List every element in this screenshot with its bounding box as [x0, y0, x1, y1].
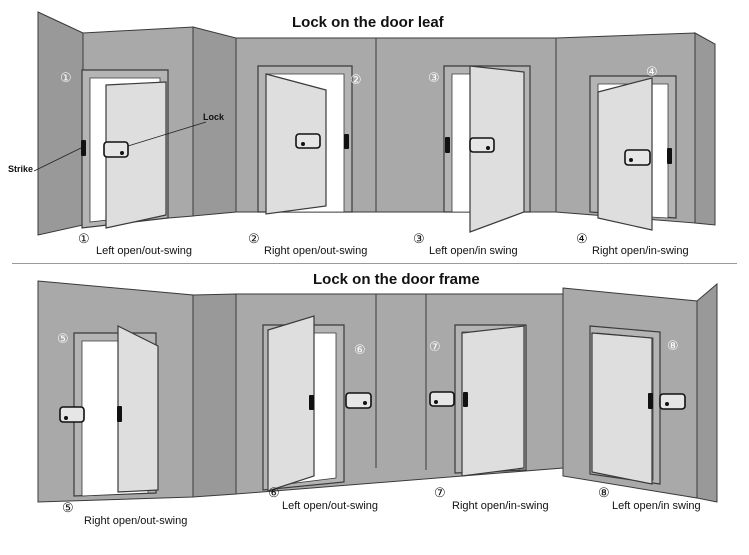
wall-number-marker: ③	[428, 71, 440, 86]
lock-body	[345, 392, 372, 409]
wall-number-marker: ②	[350, 73, 362, 88]
wall-number-marker: ⑥	[354, 343, 366, 358]
wall-number-marker: ⑤	[57, 332, 69, 347]
strike-callout-label: Strike	[8, 164, 34, 174]
strike-plate	[463, 392, 468, 407]
door-3	[443, 65, 531, 233]
door-2	[257, 65, 353, 215]
door-1	[33, 69, 207, 229]
strike-plate	[81, 140, 86, 156]
caption-4: ④ Right open/in-swing	[576, 231, 689, 259]
lock-callout-label: Lock	[203, 112, 225, 122]
lock-keyhole	[486, 146, 490, 150]
wall-number-markers: ① ② ③ ④ ⑤ ⑥ ⑦ ⑧	[57, 65, 679, 358]
lock-body	[624, 149, 651, 166]
wall-panel	[694, 32, 716, 226]
caption-number: ⑤	[62, 500, 74, 515]
caption-number: ⑧	[598, 485, 610, 500]
strike-callout-line	[33, 147, 82, 172]
lock-body	[59, 406, 85, 423]
door-5	[59, 325, 159, 497]
caption-text: Right open/out-swing	[84, 515, 188, 527]
strike-plate	[309, 395, 314, 410]
lock-keyhole	[64, 416, 68, 420]
door-8	[589, 325, 686, 485]
section-title-frame: Lock on the door frame	[313, 271, 480, 288]
door-leaf	[117, 325, 159, 493]
caption-text: Left open/out-swing	[96, 245, 193, 257]
door-6	[262, 315, 372, 492]
door-7	[429, 324, 527, 477]
strike-plate	[344, 134, 349, 149]
lock-callout-line	[127, 121, 207, 147]
wall-number-marker: ⑦	[429, 340, 441, 355]
caption-2: ② Right open/out-swing	[248, 231, 367, 259]
lock-keyhole	[665, 402, 669, 406]
wall-number-marker: ⑧	[667, 339, 679, 354]
lock-keyhole	[301, 142, 305, 146]
caption-number: ④	[576, 231, 588, 246]
caption-number: ②	[248, 231, 260, 246]
wall-number-marker: ①	[60, 71, 72, 86]
door-leaf	[267, 315, 315, 492]
caption-text: Left open/out-swing	[282, 500, 379, 512]
lock-keyhole	[629, 158, 633, 162]
caption-number: ⑦	[434, 485, 446, 500]
door-leaf	[461, 325, 525, 477]
wall-panel	[696, 282, 718, 503]
caption-number: ③	[413, 231, 425, 246]
caption-text: Right open/out-swing	[264, 245, 368, 257]
caption-number: ①	[78, 231, 90, 246]
caption-7: ⑦ Right open/in-swing	[434, 485, 549, 513]
lock-keyhole	[363, 401, 367, 405]
caption-8: ⑧ Left open/in swing	[598, 485, 701, 513]
door-4	[589, 75, 677, 231]
section-title-leaf: Lock on the door leaf	[292, 14, 444, 31]
caption-5: ⑤ Right open/out-swing	[62, 500, 187, 528]
caption-text: Right open/in-swing	[452, 500, 549, 512]
lock-body	[659, 393, 686, 410]
lock-body	[295, 133, 321, 149]
wall-panel	[192, 293, 237, 498]
strike-plate	[667, 148, 672, 164]
lock-body	[429, 391, 455, 407]
lock-keyhole	[434, 400, 438, 404]
caption-text: Right open/in-swing	[592, 245, 689, 257]
door-leaf	[105, 81, 167, 229]
section-divider	[12, 263, 737, 264]
caption-3: ③ Left open/in swing	[413, 231, 518, 259]
caption-6: ⑥ Left open/out-swing	[268, 485, 378, 513]
wall-number-marker: ④	[646, 65, 658, 80]
lock-keyhole	[120, 151, 124, 155]
wall-panel	[37, 11, 84, 236]
strike-plate	[445, 137, 450, 153]
caption-text: Left open/in swing	[429, 245, 518, 257]
door-leaf	[591, 332, 653, 485]
caption-1: ① Left open/out-swing	[78, 231, 192, 259]
lock-body	[469, 137, 495, 153]
caption-number: ⑥	[268, 485, 280, 500]
strike-plate	[648, 393, 653, 409]
lock-body	[103, 141, 129, 158]
strike-plate	[117, 406, 122, 422]
caption-text: Left open/in swing	[612, 500, 701, 512]
door-leaf	[469, 65, 525, 233]
